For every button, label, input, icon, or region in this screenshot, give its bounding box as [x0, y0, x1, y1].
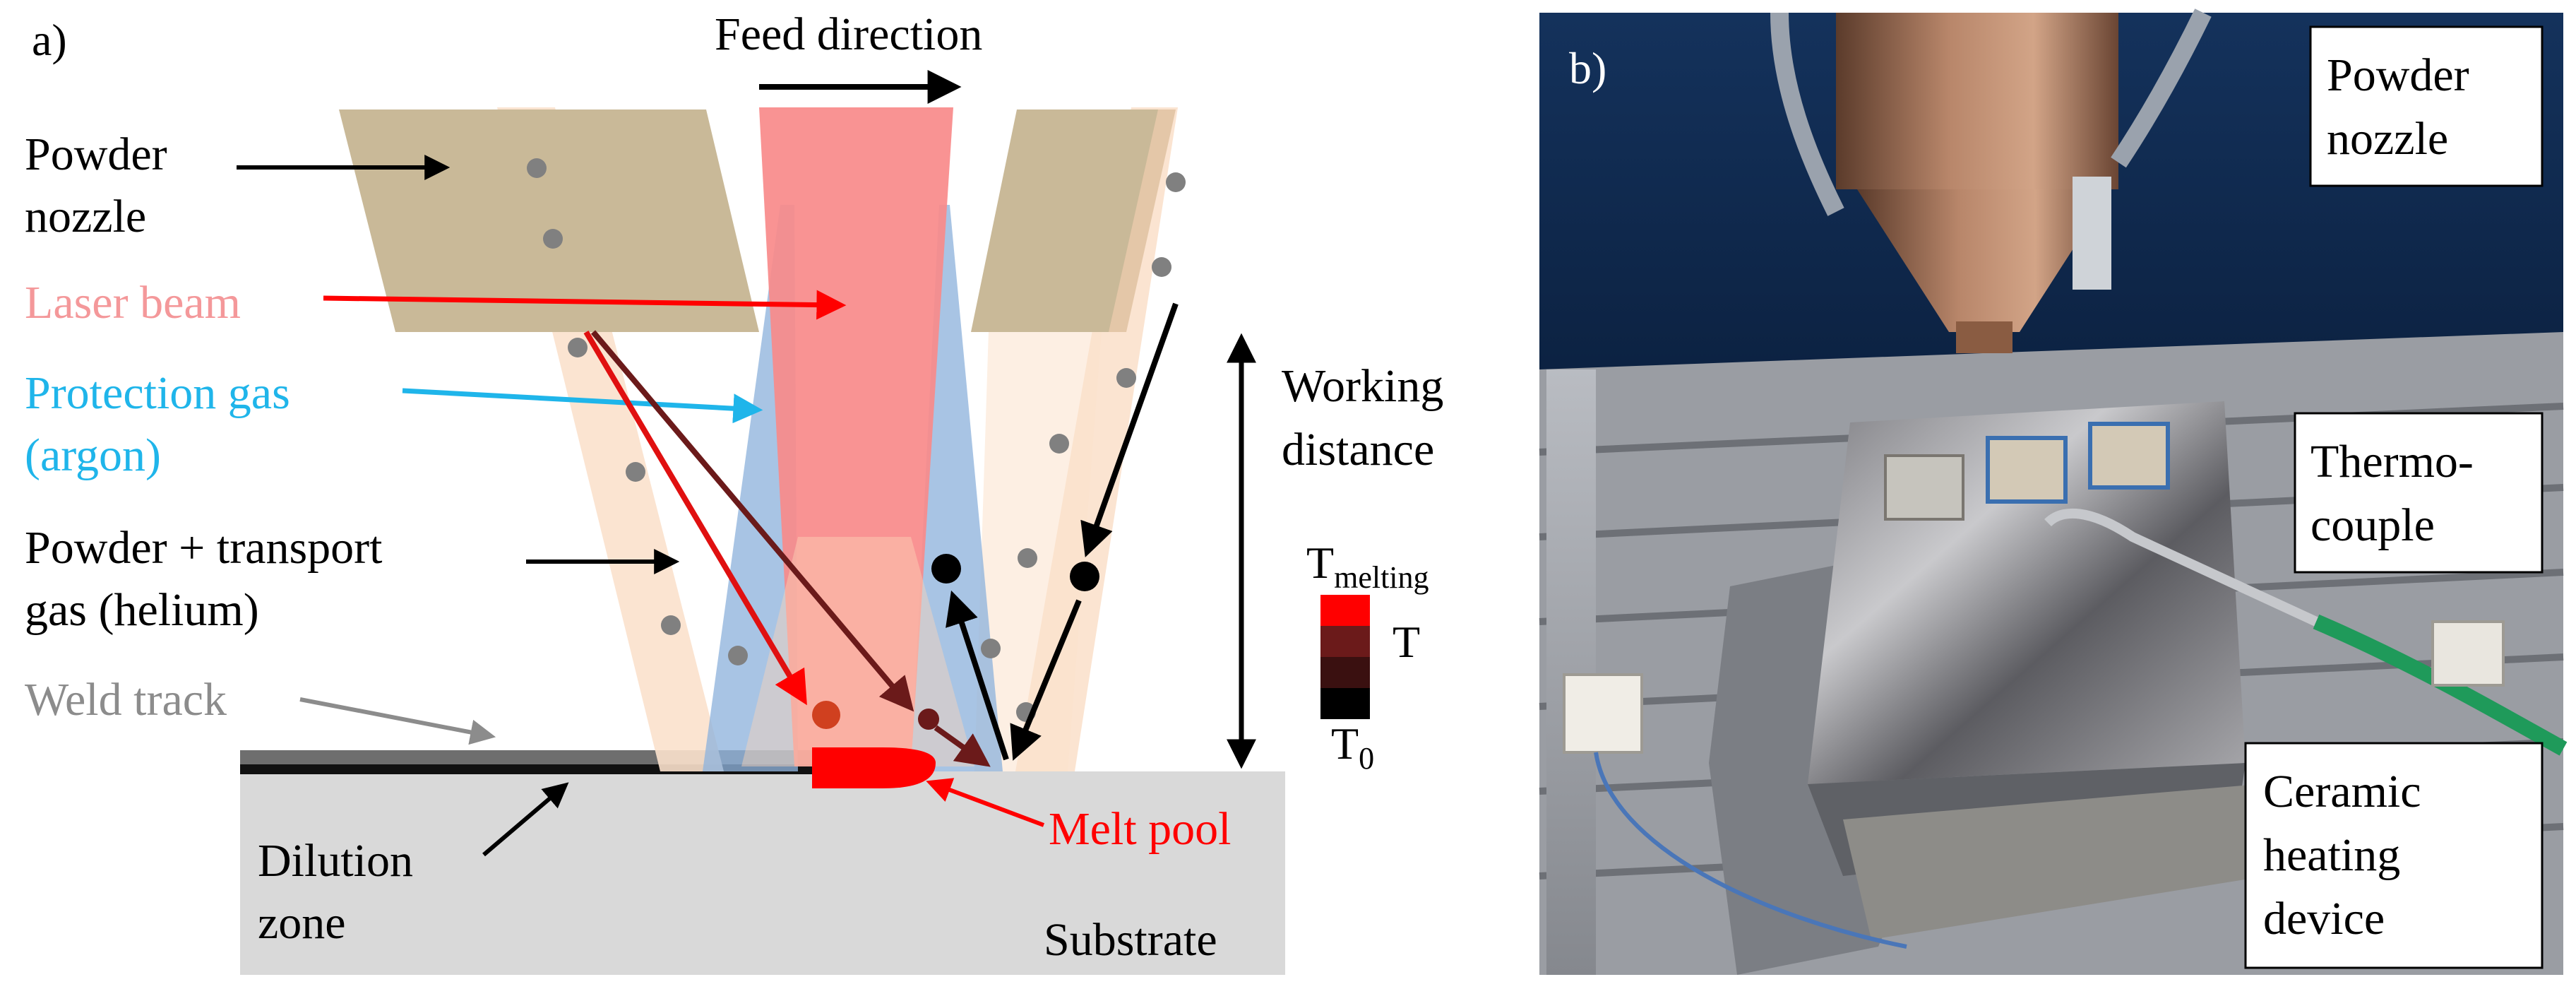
powder-particle	[1152, 257, 1171, 277]
trajectory-arrow-red	[583, 330, 807, 706]
powder-particle	[543, 229, 563, 249]
t-melting-label: Tmelting	[1306, 538, 1429, 595]
trajectory-arrow-dark	[590, 330, 914, 712]
svg-text:Ceramic heating: Ceramic heating device	[2263, 766, 2433, 944]
cable-left	[1770, 12, 1844, 216]
laser-beam-arrow	[323, 290, 847, 320]
nozzle-fitting	[2073, 177, 2111, 290]
heater-wire-blue	[1594, 752, 1907, 949]
weld-sample	[1884, 454, 1964, 521]
powder-transport-label: Powder + transport gas (helium)	[25, 522, 394, 636]
powder-particle	[981, 639, 1001, 658]
panel-b-photo: b) Powder nozzle Thermo- couple Ceramic …	[1539, 8, 2568, 975]
weld-track-label: Weld track	[25, 674, 227, 726]
dilution-zone-arrow	[482, 782, 569, 857]
warm-particle	[918, 709, 939, 730]
hot-particle	[812, 701, 840, 729]
weld-sample	[2088, 422, 2170, 490]
weld-track-arrow	[299, 697, 496, 745]
temp-swatch-melting	[1320, 595, 1370, 626]
powder-particle	[1116, 368, 1136, 388]
laser-beam-label: Laser beam	[25, 277, 241, 328]
powder-particle	[728, 646, 748, 665]
t-label: T	[1393, 617, 1420, 667]
powder-particle	[626, 462, 645, 482]
trajectory-arrow-black-up	[946, 590, 1009, 761]
powder-particle	[1018, 548, 1037, 568]
dilution-zone-label: Dilution zone	[258, 835, 425, 949]
melt-pool	[812, 747, 936, 788]
cold-particle	[931, 554, 961, 584]
cold-particle	[1070, 562, 1099, 591]
powder-laser-overlap	[741, 537, 974, 766]
powder-nozzle-label: Powder nozzle	[25, 129, 179, 242]
trajectory-arrow-black-down	[1010, 599, 1082, 761]
panel-a-label: a)	[32, 15, 67, 65]
cable-right	[2111, 8, 2212, 168]
ceramic-connector-left	[1563, 673, 1643, 754]
powder-nozzle-box: Powder nozzle	[2309, 25, 2544, 187]
temp-swatch-hot	[1320, 626, 1370, 657]
thermocouple-cable	[2313, 614, 2568, 756]
nozzle-tip	[1956, 321, 2012, 353]
powder-particle	[1166, 172, 1186, 192]
trajectory-arrow-black-top	[1080, 302, 1179, 558]
protection-gas-label: Protection gas (argon)	[25, 367, 302, 481]
melt-pool-label: Melt pool	[1049, 803, 1232, 855]
powder-particle	[1049, 434, 1069, 454]
temperature-legend: Tmelting T T0	[1306, 538, 1429, 776]
melt-pool-arrow	[926, 778, 1045, 827]
powder-particles	[527, 158, 1186, 722]
nozzle-cone	[1857, 189, 2111, 332]
panel-b-label: b)	[1569, 43, 1606, 93]
weld-sample	[1986, 436, 2068, 504]
temp-swatch-warm	[1320, 657, 1370, 688]
protection-gas-arrow	[402, 388, 763, 424]
thermocouple-box: Thermo- couple	[2294, 412, 2544, 574]
laser-beam	[759, 107, 953, 766]
trajectory-arrow-dark-short	[934, 725, 991, 767]
powder-stream-right-outer	[974, 331, 1102, 771]
svg-text:Thermo- couple: Thermo- couple	[2310, 436, 2485, 551]
powder-nozzle-right-edge	[1109, 109, 1176, 332]
feed-direction-label: Feed direction	[715, 8, 982, 60]
casting-base	[1843, 784, 2267, 940]
ceramic-connector-right	[2431, 620, 2505, 687]
t0-label: T0	[1331, 718, 1374, 776]
thermocouple-wire	[2044, 508, 2318, 627]
temp-swatch-cold	[1320, 688, 1370, 719]
nozzle-body-upper	[1836, 13, 2118, 189]
side-rail	[1546, 369, 1596, 975]
panel-a: a)	[25, 8, 1455, 975]
substrate-label: Substrate	[1044, 914, 1217, 966]
svg-text:Powder nozzle: Powder nozzle	[2327, 49, 2481, 165]
powder-particle	[527, 158, 547, 178]
powder-particle	[661, 615, 681, 635]
powder-particle	[568, 338, 588, 357]
substrate	[240, 771, 1285, 975]
working-distance-label: Working distance	[1282, 360, 1455, 475]
ceramic-heating-box: Ceramic heating device	[2244, 742, 2544, 969]
